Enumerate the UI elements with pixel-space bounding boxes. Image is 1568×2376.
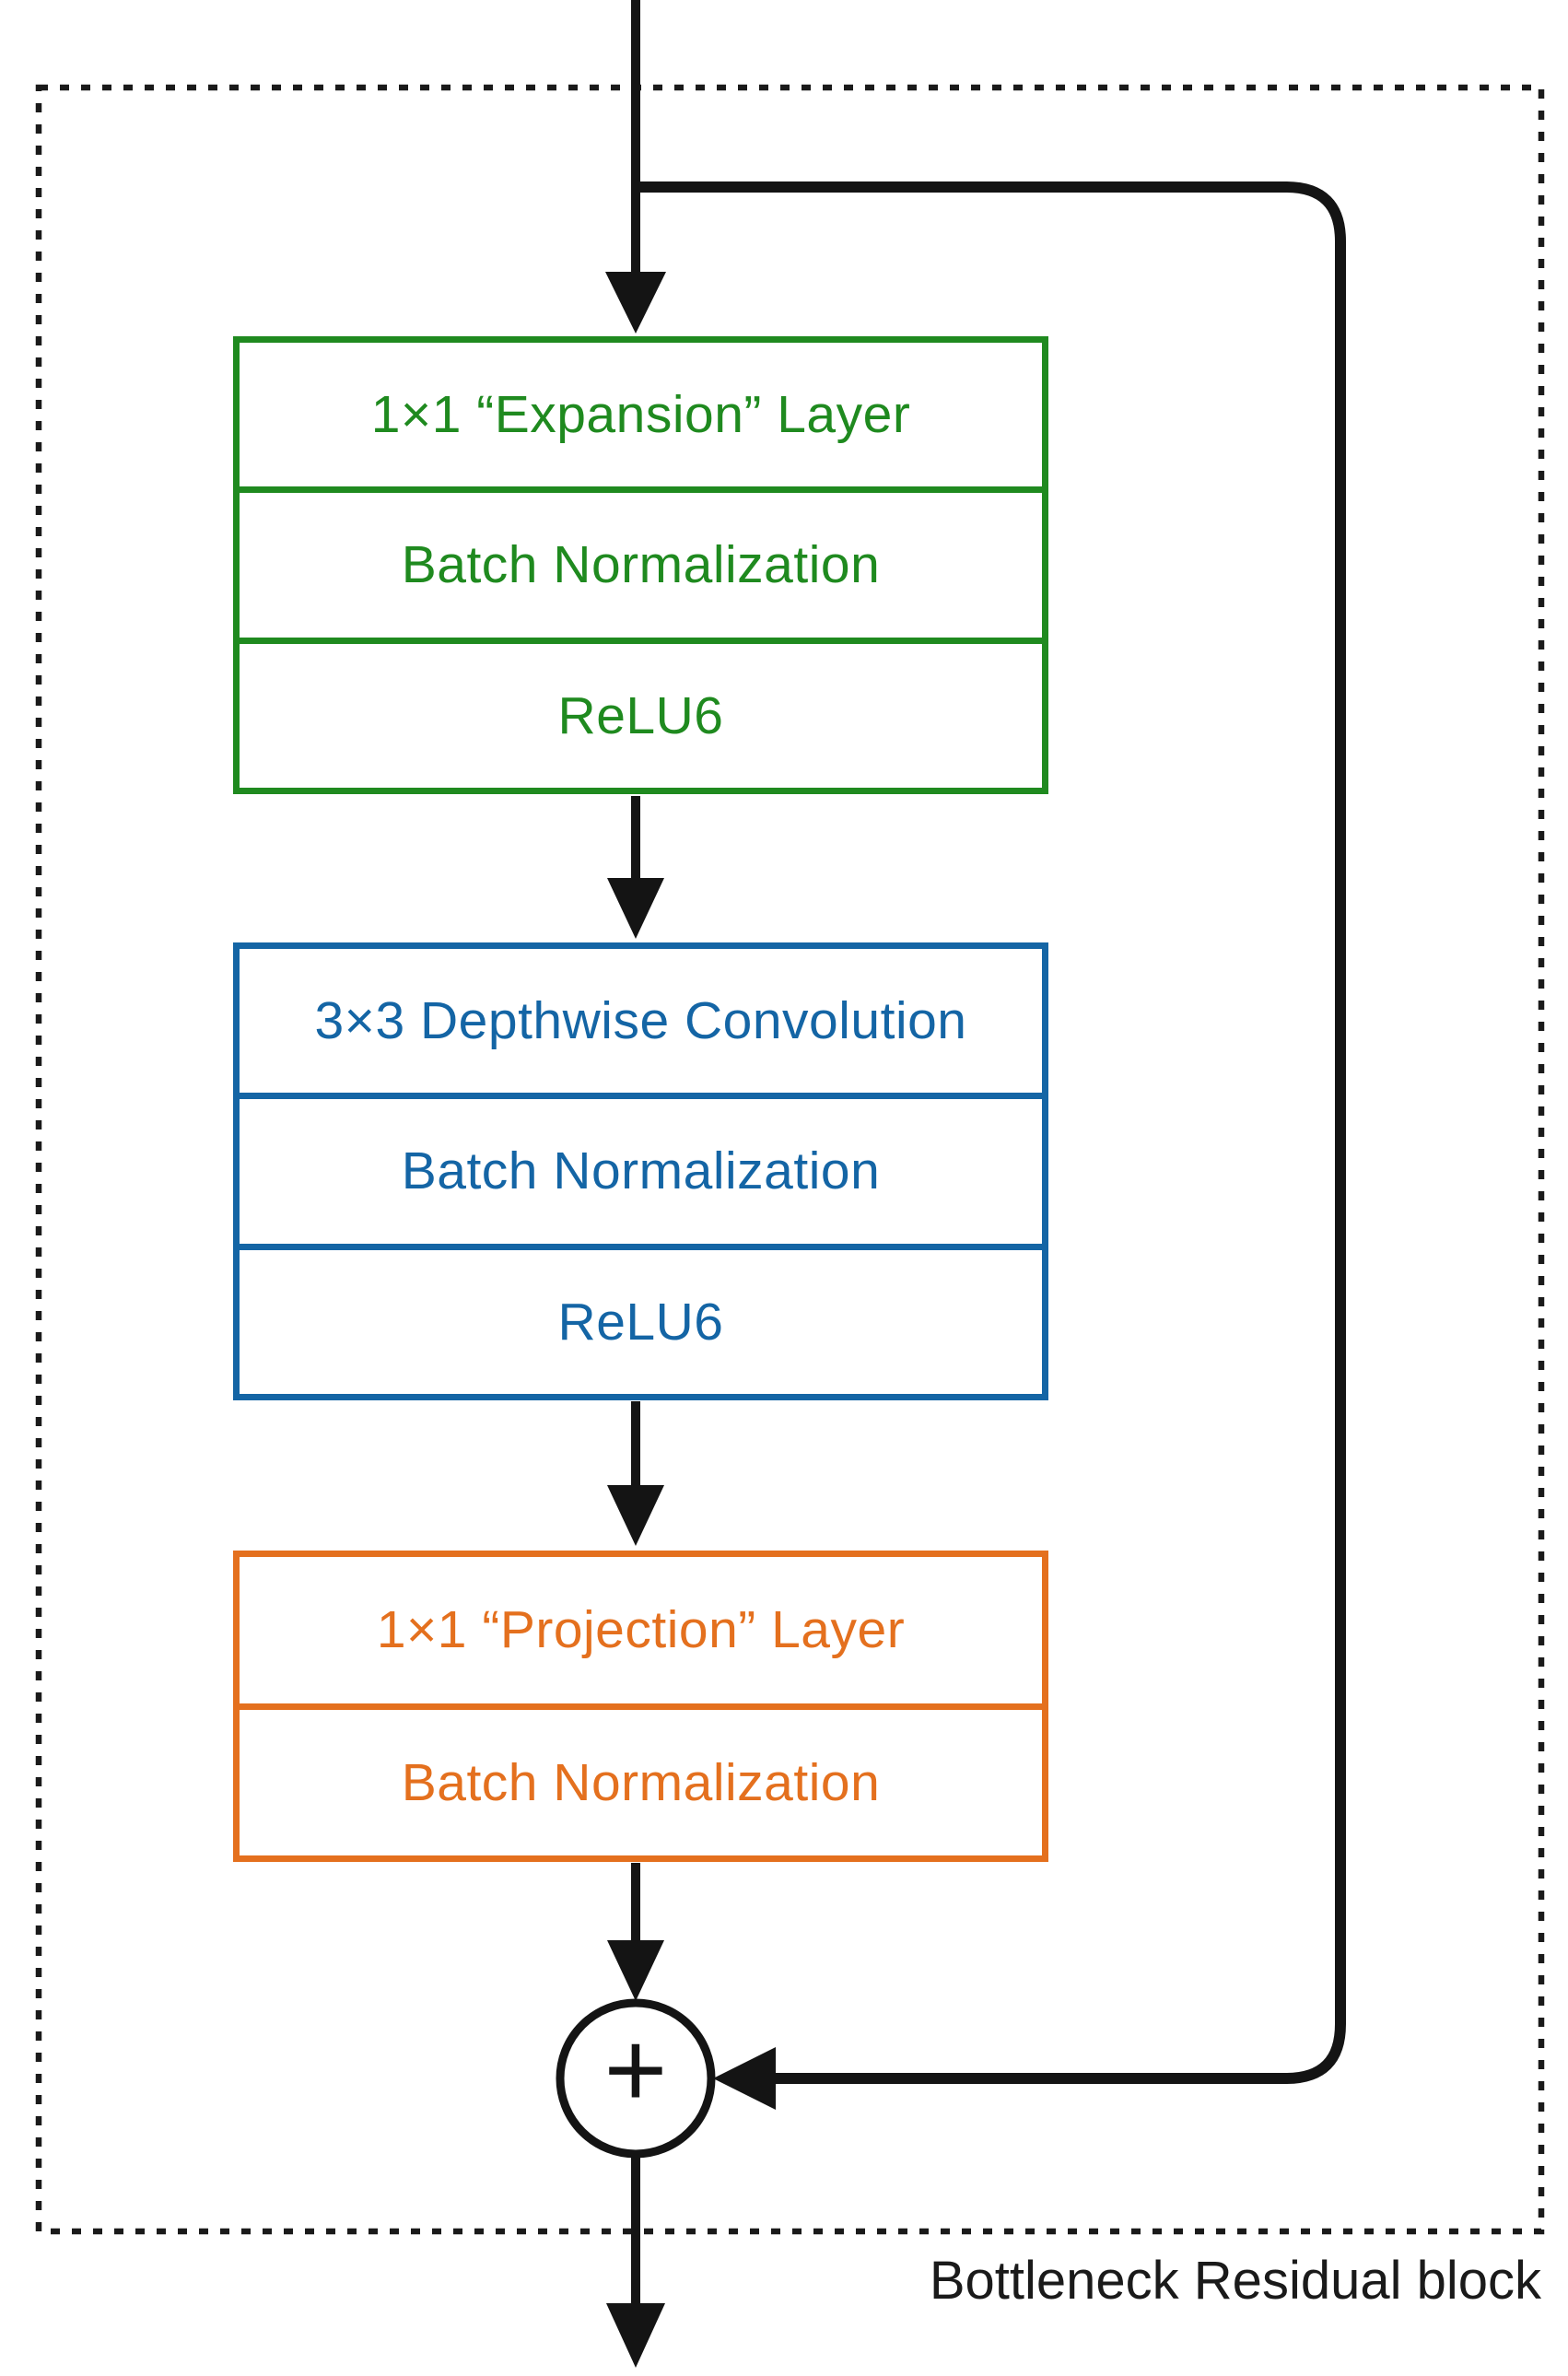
- input-arrowhead: [605, 272, 666, 334]
- skip-connection-arrowhead: [713, 2047, 776, 2110]
- skip-connection-line: [636, 181, 1346, 2084]
- depthwise-relu6-label: ReLU6: [240, 1243, 1042, 1394]
- arrow-depthwise-to-projection: [607, 1401, 664, 1546]
- depthwise-batchnorm-label: Batch Normalization: [240, 1093, 1042, 1243]
- projection-block: 1×1 “Projection” Layer Batch Normalizati…: [233, 1551, 1048, 1862]
- depthwise-conv-label: 3×3 Depthwise Convolution: [314, 991, 967, 1051]
- arrow-projection-to-add-head: [607, 1940, 664, 2001]
- arrow-expansion-to-depthwise: [607, 796, 664, 939]
- projection-batchnorm-label: Batch Normalization: [240, 1703, 1042, 1856]
- output-arrow: [606, 2154, 665, 2368]
- arrow-expansion-to-depthwise-head: [607, 878, 664, 939]
- expansion-block: 1×1 “Expansion” Layer Batch Normalizatio…: [233, 336, 1048, 794]
- expansion-layer-label: 1×1 “Expansion” Layer: [370, 385, 911, 445]
- arrow-projection-to-add: [607, 1863, 664, 2001]
- add-plus-icon: +: [604, 2009, 668, 2131]
- arrow-depthwise-to-projection-head: [607, 1485, 664, 1546]
- skip-connection: [636, 181, 1346, 2110]
- expansion-batchnorm-label: Batch Normalization: [240, 486, 1042, 637]
- expansion-relu6-label: ReLU6: [240, 637, 1042, 788]
- input-arrow: [605, 0, 666, 334]
- add-node: +: [556, 1998, 716, 2159]
- diagram-caption: Bottleneck Residual block: [929, 2251, 1541, 2311]
- output-arrowhead: [606, 2303, 665, 2368]
- depthwise-block: 3×3 Depthwise Convolution Batch Normaliz…: [233, 942, 1048, 1400]
- projection-layer-label: 1×1 “Projection” Layer: [376, 1600, 906, 1660]
